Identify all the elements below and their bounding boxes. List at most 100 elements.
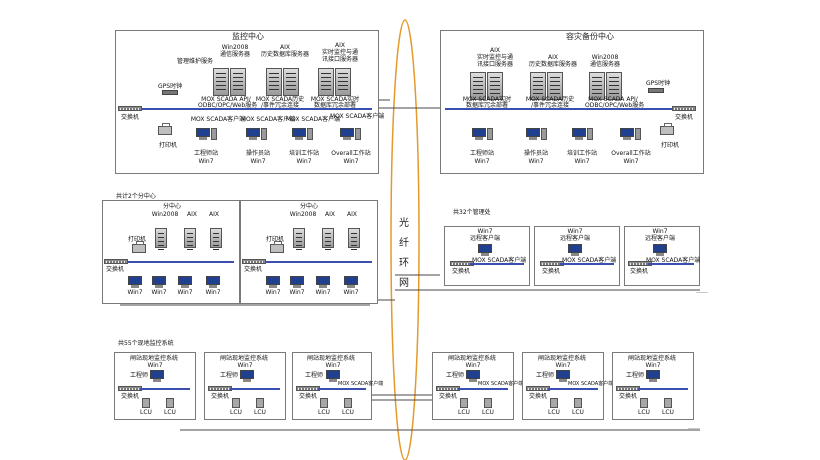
sc-server-icon — [293, 228, 305, 248]
field-6-bus — [638, 388, 688, 390]
sc2-printer-label: 打印机 — [266, 236, 285, 243]
field-3-lcu-1: LCU — [318, 409, 330, 416]
pc-tower-icon — [487, 128, 493, 140]
switch-icon — [118, 106, 142, 111]
field-6-os: Win7 — [645, 362, 661, 369]
field-4-switch: 交换机 — [439, 393, 458, 400]
bc-service-2b: /事件冗余连接 — [530, 102, 570, 109]
mgmt-1-os: Win7 — [477, 228, 493, 235]
bc-ws-4-label: Overall工作站 — [611, 150, 651, 157]
lcu-icon — [256, 398, 264, 408]
fiber-ring-ellipse — [390, 19, 420, 460]
field-5-sub: MOX SCADA客户端 — [568, 381, 614, 387]
switch-icon — [526, 386, 550, 391]
field-5-lcu-2: LCU — [572, 409, 584, 416]
mc-client-1: MOX SCADA客户端 — [190, 116, 246, 123]
bc-gps-label: GPS时钟 — [646, 80, 671, 87]
pc-tower-icon — [307, 128, 313, 140]
bc-server-icon — [470, 72, 486, 100]
field-1-title: 闸站现地监控系统 — [129, 355, 178, 362]
field-5-title: 闸站现地监控系统 — [537, 355, 586, 362]
workstation-icon — [206, 276, 220, 288]
lcu-icon — [142, 398, 150, 408]
sc1-server-os-1: Win2008 — [151, 211, 179, 218]
workstation-icon — [152, 276, 166, 288]
bc-server-icon — [547, 72, 563, 100]
switch-icon — [104, 259, 128, 264]
workstation-icon — [246, 128, 260, 140]
lcu-icon — [574, 398, 582, 408]
workstation-icon — [290, 276, 304, 288]
mgmt-2-label: 远程客户端 — [559, 235, 590, 242]
field-2-lcu-1: LCU — [230, 409, 242, 416]
lcu-icon — [232, 398, 240, 408]
sc2-lan-bus — [266, 261, 372, 263]
lcu-icon — [664, 398, 672, 408]
mc-ws-3-os: Win7 — [296, 158, 312, 165]
mc-server-icon — [318, 68, 334, 96]
mgmt-2-bus — [560, 263, 614, 265]
field-3-switch: 交换机 — [299, 393, 318, 400]
workstation-icon — [478, 244, 492, 256]
bc-server-icon — [487, 72, 503, 100]
workstation-icon — [620, 128, 634, 140]
bc-ws-3-os: Win7 — [574, 158, 590, 165]
workstation-icon — [466, 370, 480, 382]
pc-tower-icon — [587, 128, 593, 140]
sc1-ws-os: Win7 — [205, 289, 221, 296]
lcu-icon — [460, 398, 468, 408]
field-2-os: Win7 — [237, 362, 253, 369]
bc-server-2-label: 历史数据库服务器 — [528, 61, 577, 68]
mc-server-1-label: 管理维护服务 — [176, 58, 213, 65]
field-4-bus — [458, 388, 508, 390]
sc2-ws-os: Win7 — [265, 289, 281, 296]
bc-server-icon — [606, 72, 622, 100]
bc-server-2-os: AIX — [548, 54, 558, 61]
mc-service-1b: ODBC/OPC/Web服务 — [198, 102, 258, 109]
field-3-os: Win7 — [325, 362, 341, 369]
bc-server-icon — [530, 72, 546, 100]
pc-tower-icon — [541, 128, 547, 140]
mgmt-3-sub: MOX SCADA客户端 — [646, 257, 701, 264]
printer-icon — [270, 241, 284, 253]
sc-server-icon — [348, 228, 360, 248]
sub-center-group-title: 共计2个分中心 — [116, 193, 156, 200]
mgmt-3-label: 远程客户端 — [644, 235, 675, 242]
field-2-switch: 交换机 — [211, 393, 230, 400]
switch-icon — [118, 386, 142, 391]
mc-server-3-os: AIX — [335, 42, 345, 49]
bc-lan-bus — [445, 108, 675, 110]
mc-client-2: MOX SCADA客户端 — [240, 116, 296, 123]
mc-ws-2-label: 操作员站 — [245, 150, 270, 157]
field-4-os: Win7 — [465, 362, 481, 369]
field-4-lcu-1: LCU — [458, 409, 470, 416]
lcu-icon — [166, 398, 174, 408]
bc-service-3a: MOX SCADA API/ — [588, 96, 638, 103]
mc-server-3-label: 实时监控与通 — [321, 49, 358, 56]
mgmt-ellipsis: …… — [696, 288, 708, 295]
mc-ws-2-os: Win7 — [250, 158, 266, 165]
mc-server-2-os: AIX — [280, 44, 290, 51]
bc-ws-4-os: Win7 — [623, 158, 639, 165]
mc-printer-label: 打印机 — [159, 142, 178, 149]
mc-server-3-sub: 讯接口服务器 — [321, 56, 358, 63]
mc-service-3a: MOX SCADA实时 — [310, 96, 360, 103]
field-3-bus — [318, 388, 366, 390]
bc-server-3-os: Win2008 — [591, 54, 619, 61]
fiber-ring-char-1: 光 — [399, 218, 409, 229]
field-ellipsis: …… — [688, 424, 700, 431]
field-4-engineer: 工程师 — [446, 372, 465, 379]
gps-clock-icon — [648, 88, 664, 93]
mgmt-group-title: 共32个管理处 — [453, 209, 491, 216]
workstation-icon — [572, 128, 586, 140]
field-3-engineer: 工程师 — [305, 372, 324, 379]
lcu-icon — [550, 398, 558, 408]
mc-ws-3-label: 培训工作站 — [288, 150, 319, 157]
sc1-ws-os: Win7 — [151, 289, 167, 296]
sc2-ws-os: Win7 — [289, 289, 305, 296]
field-3-sub: MOX SCADA客户端 — [338, 381, 384, 387]
field-5-lcu-1: LCU — [548, 409, 560, 416]
mc-client-4: MOX SCADA客户端 — [330, 113, 385, 120]
switch-icon — [672, 106, 696, 111]
field-1-engineer: 工程师 — [130, 372, 149, 379]
